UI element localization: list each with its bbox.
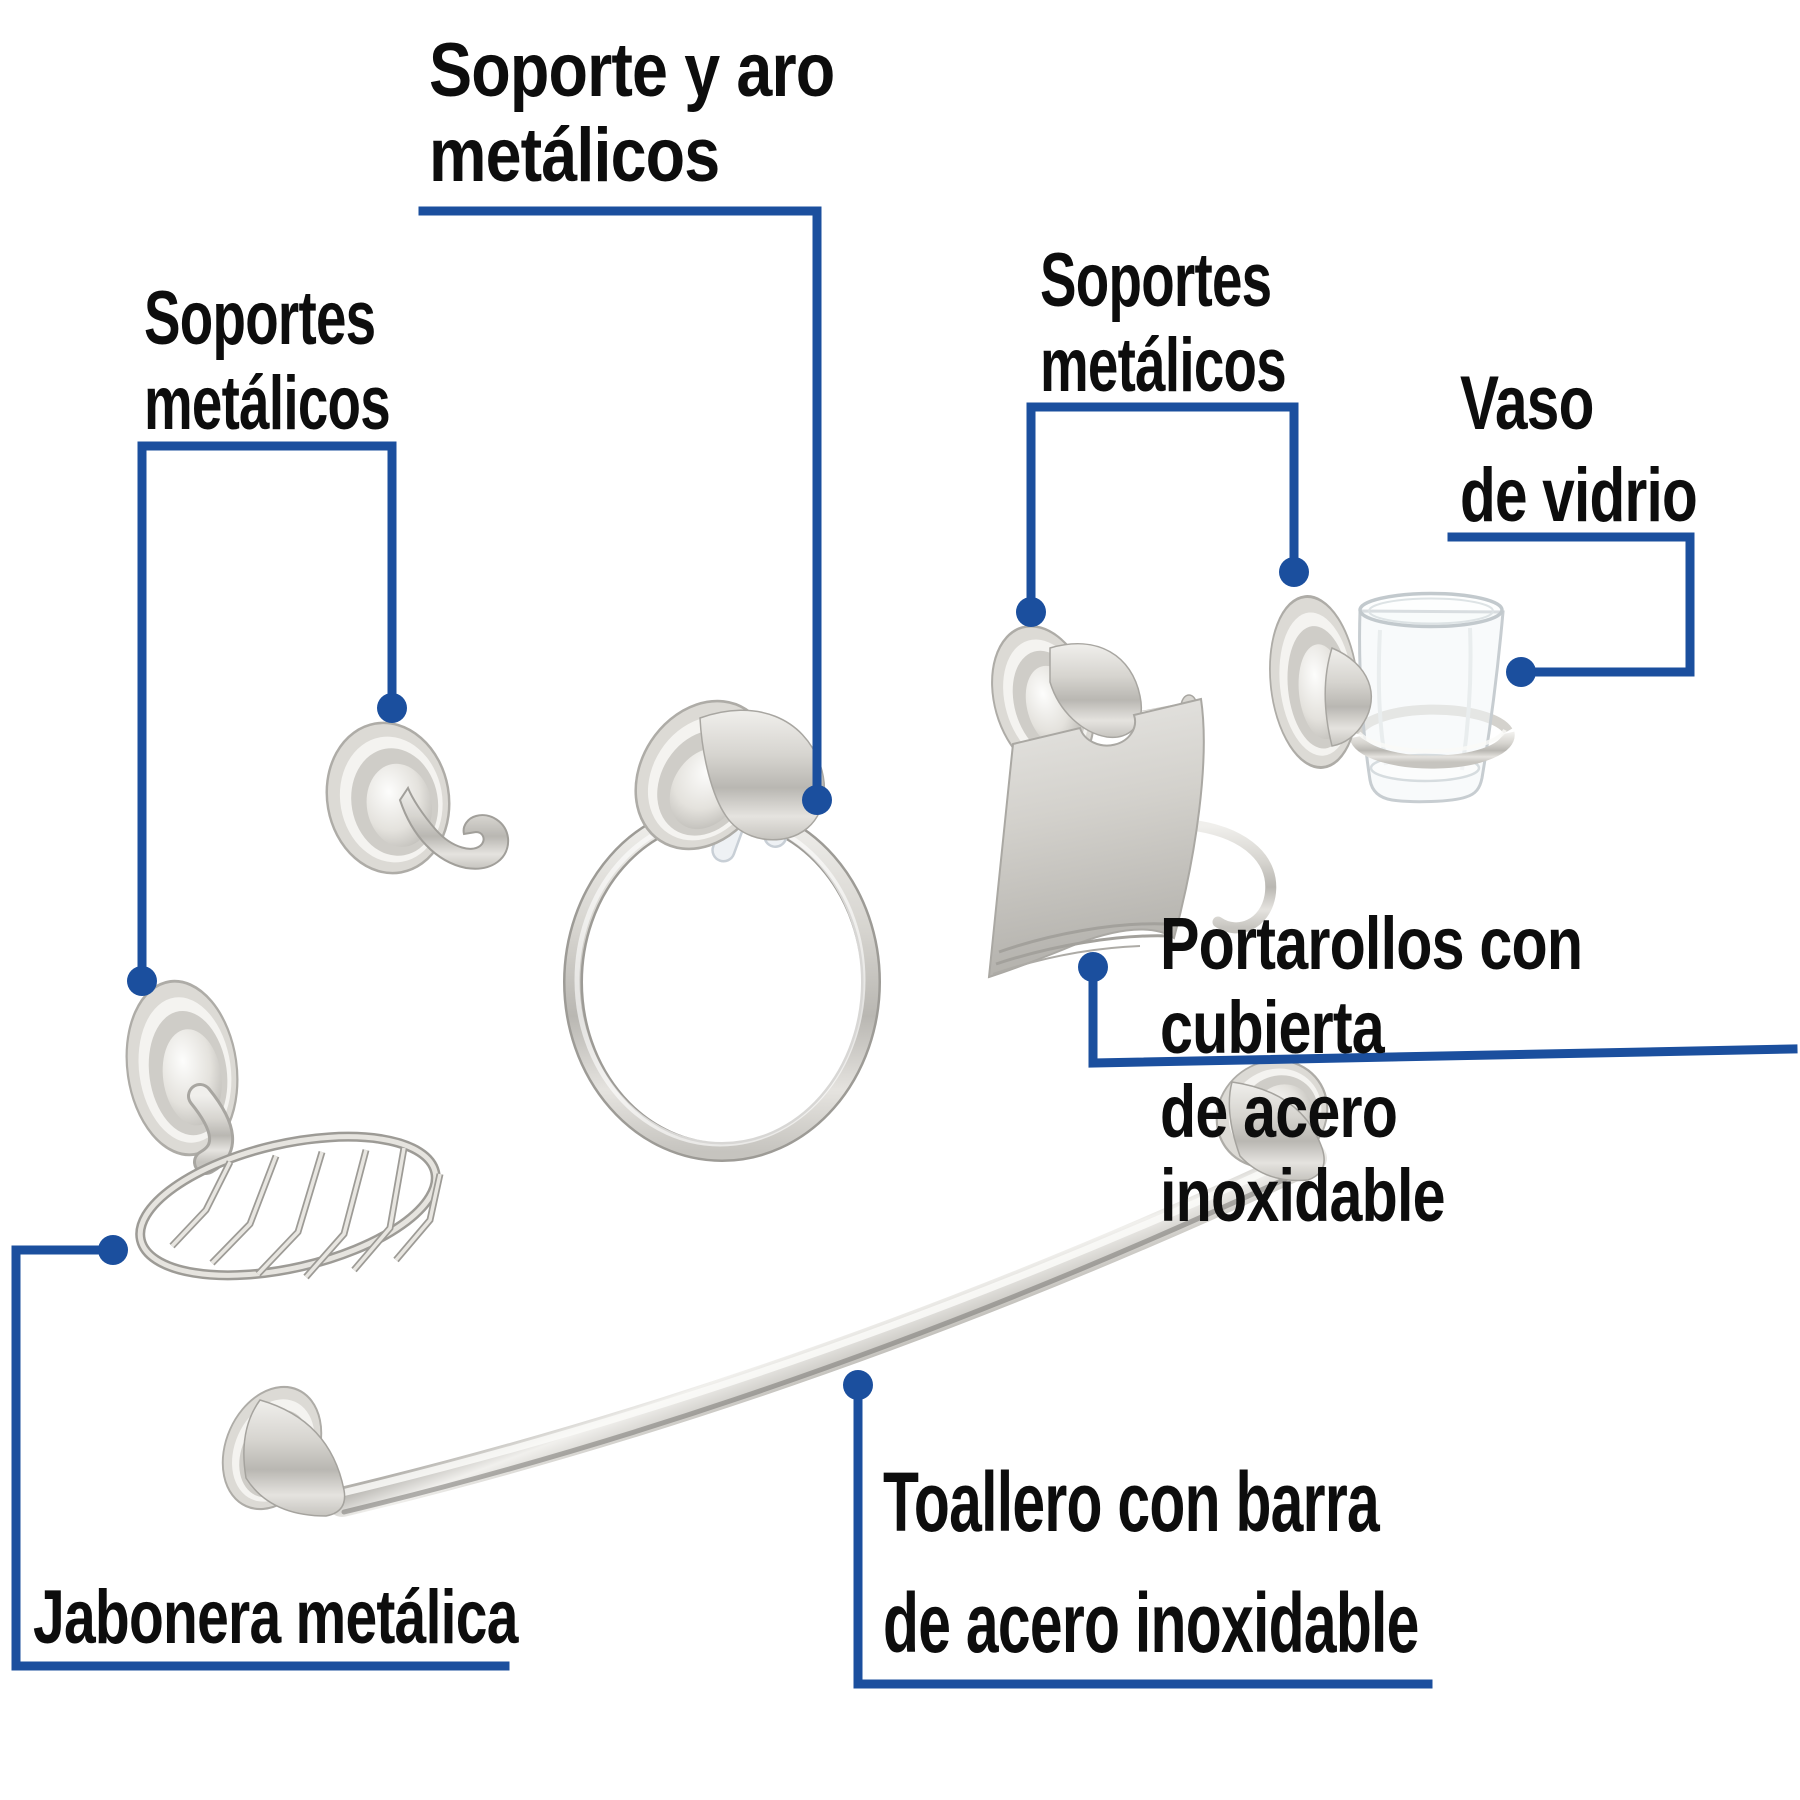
robe-hook-icon (313, 711, 510, 885)
connector-paper-holder (1078, 952, 1798, 1068)
label-paper-holder: Portarollos con cubierta de acero inoxid… (1160, 902, 1583, 1237)
connector-glass (1447, 532, 1695, 687)
label-hooks-left: Soportes metálicos (144, 276, 391, 446)
towel-ring-icon (563, 674, 881, 1162)
label-glass: Vaso de vidrio (1460, 361, 1698, 538)
soap-dish-icon (114, 972, 444, 1281)
connector-hooks-right (1016, 402, 1309, 627)
connector-ring-support (418, 206, 832, 815)
connector-soap-dish (11, 1235, 510, 1671)
towel-bar-icon (203, 1037, 1350, 1526)
toilet-paper-holder-icon (974, 612, 1277, 979)
glass-cup-holder-icon (1260, 590, 1515, 804)
connector-hooks-left (127, 441, 407, 996)
label-soap-dish: Jabonera metálica (33, 1575, 518, 1660)
label-hooks-right: Soportes metálicos (1040, 238, 1287, 408)
label-towel-bar: Toallero con barra de acero inoxidable (883, 1455, 1419, 1670)
connector-towel-bar (843, 1370, 1433, 1689)
label-ring-support: Soporte y aro metálicos (429, 28, 835, 198)
